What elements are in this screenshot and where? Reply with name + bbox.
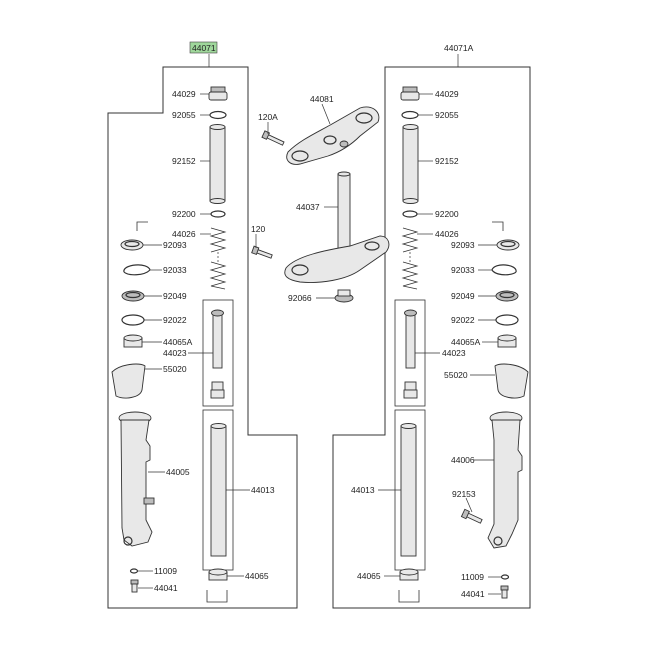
right-guide-bushing[interactable] [398,568,420,603]
left-group-outline: 44071 [107,41,298,609]
left-label-44013[interactable]: 44013 [251,485,275,495]
right-dust-seal[interactable] [492,221,520,251]
right-label-11009[interactable]: 11009 [461,572,484,582]
left-guide-bushing-a[interactable] [123,334,143,348]
right-washer[interactable] [402,210,418,218]
right-gasket[interactable] [500,574,510,580]
right-label-44026[interactable]: 44026 [435,229,459,239]
left-o-ring[interactable] [209,110,227,120]
left-label-92093[interactable]: 92093 [163,240,187,250]
right-label-92153[interactable]: 92153 [452,489,476,499]
right-label-92093[interactable]: 92093 [451,240,475,250]
left-circlip[interactable] [123,264,151,276]
right-fork-guard[interactable] [494,363,529,399]
right-label-92200[interactable]: 92200 [435,209,459,219]
center-label-44081[interactable]: 44081 [310,94,334,104]
center-label-44037[interactable]: 44037 [296,202,320,212]
left-label-92049[interactable]: 92049 [163,291,187,301]
left-group-code-highlight [189,41,218,54]
left-fork-spring[interactable] [209,227,227,290]
right-label-44029[interactable]: 44029 [435,89,459,99]
right-label-92152[interactable]: 92152 [435,156,459,166]
right-fork-parts: 44029 92055 92152 92200 44026 92093 [351,86,529,603]
right-label-44006[interactable]: 44006 [451,455,475,465]
right-label-92055[interactable]: 92055 [435,110,459,120]
right-spacer-tube[interactable] [402,124,419,204]
left-label-44065A[interactable]: 44065A [163,337,193,347]
left-cap-bolt[interactable] [208,86,228,101]
right-outer-tube[interactable] [487,411,523,549]
left-oil-seal[interactable] [121,290,145,302]
right-damper-rod[interactable] [394,299,426,407]
left-label-44026[interactable]: 44026 [172,229,196,239]
left-label-44029[interactable]: 44029 [172,89,196,99]
left-label-55020[interactable]: 55020 [163,364,187,374]
left-seal-washer[interactable] [121,314,145,326]
left-gasket[interactable] [129,568,139,574]
lower-clamp-bolt[interactable] [251,245,273,259]
left-label-11009[interactable]: 11009 [154,566,177,576]
left-bottom-bolt[interactable] [130,579,139,593]
center-label-120[interactable]: 120 [251,224,265,234]
upper-triple-clamp[interactable] [286,106,380,165]
right-bottom-bolt[interactable] [500,585,509,599]
right-label-44065[interactable]: 44065 [357,571,381,581]
right-label-92022[interactable]: 92022 [451,315,475,325]
left-label-92200[interactable]: 92200 [172,209,196,219]
left-label-44041[interactable]: 44041 [154,583,178,593]
right-label-44013[interactable]: 44013 [351,485,375,495]
left-label-92055[interactable]: 92055 [172,110,196,120]
right-seal-washer[interactable] [495,314,519,326]
center-label-120A[interactable]: 120A [258,112,278,122]
center-label-92066[interactable]: 92066 [288,293,312,303]
left-spacer-tube[interactable] [209,124,226,204]
right-label-44041[interactable]: 44041 [461,589,485,599]
left-fork-guard[interactable] [111,363,146,399]
left-fork-parts: 44029 92055 92152 92200 44026 [111,86,275,603]
left-dust-seal[interactable] [120,221,148,251]
right-label-92049[interactable]: 92049 [451,291,475,301]
right-fork-spring[interactable] [401,227,419,290]
stem-bearing-seal[interactable] [334,289,354,303]
left-washer[interactable] [210,210,226,218]
left-label-44023[interactable]: 44023 [163,348,187,358]
right-group-outline: 44071A [332,43,531,609]
right-label-44023[interactable]: 44023 [442,348,466,358]
right-label-44065A[interactable]: 44065A [451,337,481,347]
right-inner-tube[interactable] [394,409,426,571]
right-group-code[interactable]: 44071A [444,43,474,53]
left-label-44065[interactable]: 44065 [245,571,269,581]
left-label-92033[interactable]: 92033 [163,265,187,275]
right-label-92033[interactable]: 92033 [451,265,475,275]
left-label-92152[interactable]: 92152 [172,156,196,166]
steering-stem[interactable] [284,171,390,283]
left-label-92022[interactable]: 92022 [163,315,187,325]
right-guide-bushing-a[interactable] [497,334,517,348]
right-cap-bolt[interactable] [400,86,420,101]
left-group-code[interactable]: 44071 [192,43,216,53]
right-o-ring[interactable] [401,110,419,120]
left-guide-bushing[interactable] [206,568,228,603]
left-outer-tube[interactable] [118,411,155,547]
right-circlip[interactable] [491,264,517,276]
right-oil-seal[interactable] [495,290,519,302]
right-axle-clamp-bolt[interactable] [460,508,483,524]
right-label-55020[interactable]: 55020 [444,370,468,380]
left-label-44005[interactable]: 44005 [166,467,190,477]
steering-assembly: 44081 120A 44037 120 92 [251,94,390,303]
upper-clamp-bolt[interactable] [261,130,285,146]
